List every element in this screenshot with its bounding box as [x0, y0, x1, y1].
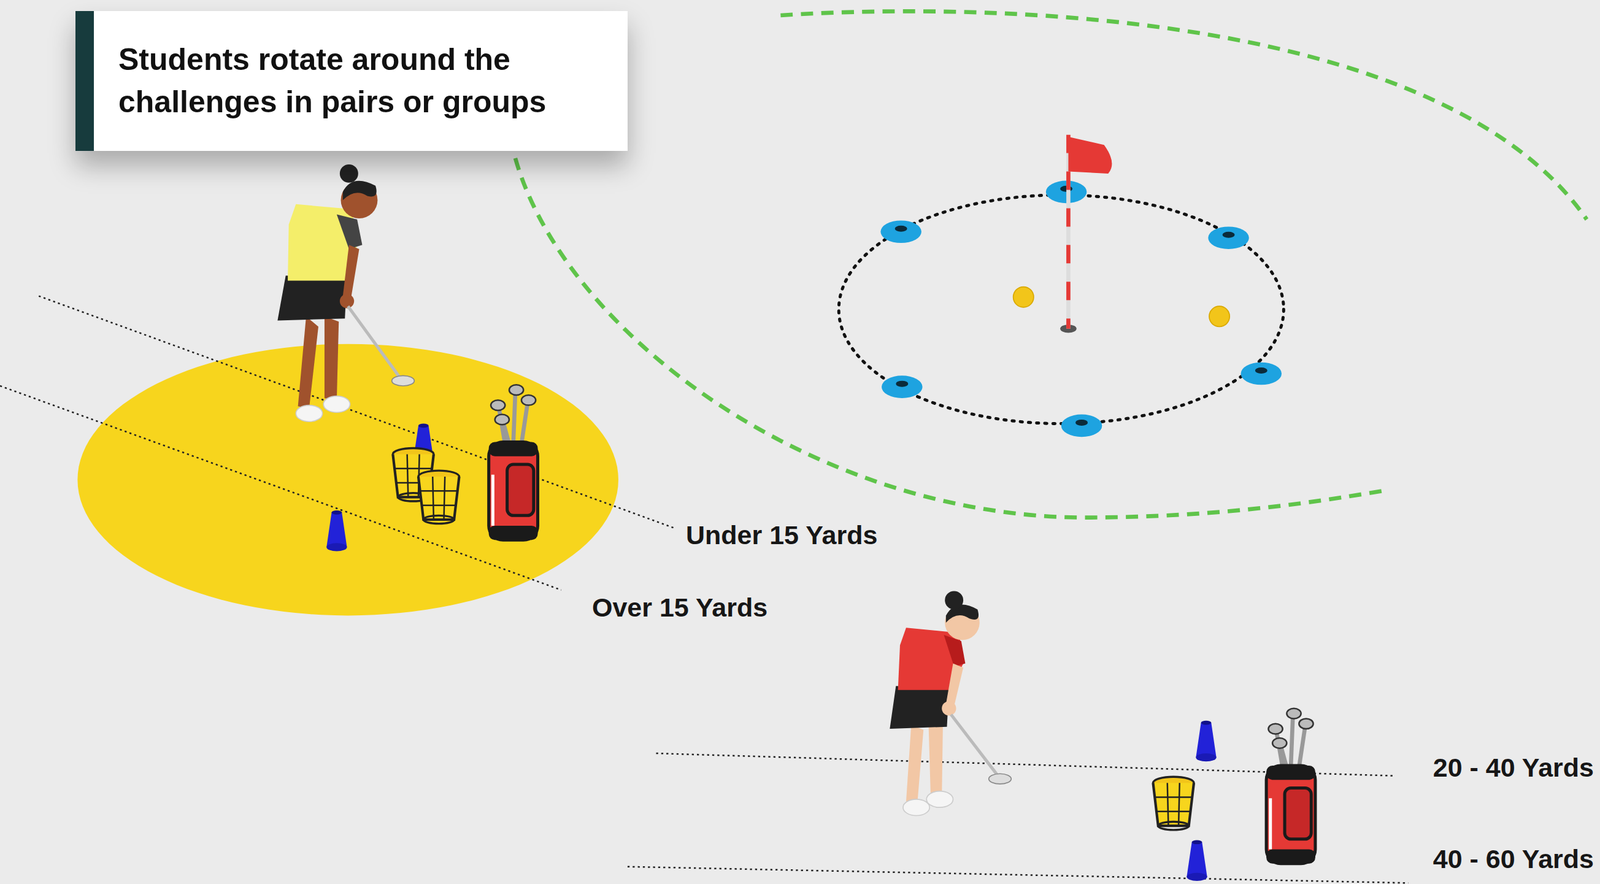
distance-label: Over 15 Yards [592, 592, 768, 623]
distance-label: Under 15 Yards [685, 520, 878, 551]
distance-label: 20 - 40 Yards [1433, 752, 1594, 783]
callout-text: Students rotate around the challenges in… [118, 38, 610, 124]
distance-label: 40 - 60 Yards [1433, 844, 1594, 875]
callout-box: Students rotate around the challenges in… [75, 11, 628, 151]
